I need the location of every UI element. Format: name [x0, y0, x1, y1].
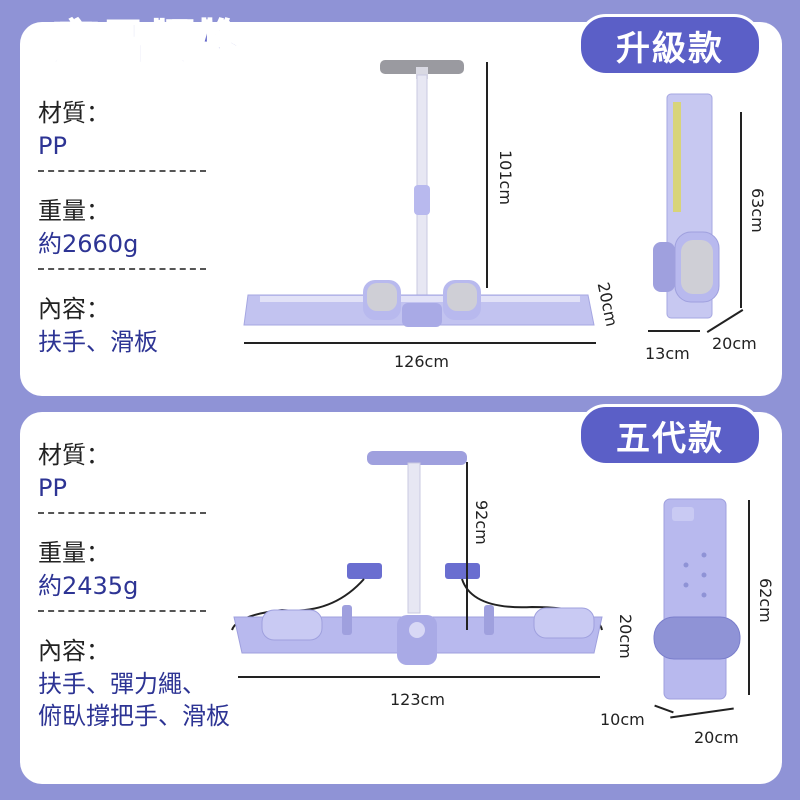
divider: [38, 268, 206, 270]
spec-weight: 重量： 約2660g: [38, 196, 208, 270]
folded-height-dimension: 63cm: [748, 188, 767, 233]
fifth-gen-folded-illustration: [653, 498, 741, 700]
spec-material: 材質： PP: [38, 98, 208, 172]
spec-label: 內容：: [38, 637, 110, 665]
spec-value: PP: [38, 132, 67, 160]
length-dimension: 126cm: [394, 352, 449, 371]
width-dimension: 20cm: [616, 614, 635, 659]
page-title: 產品規格: [51, 16, 244, 72]
spec-value: 扶手、滑板: [38, 328, 158, 356]
divider: [38, 170, 206, 172]
spec-weight: 重量： 約2435g: [38, 538, 208, 612]
fifth-gen-badge: 五代款: [578, 404, 762, 466]
spec-value: 約2435g: [38, 572, 139, 600]
dimension-line: [486, 62, 488, 288]
dimension-line: [748, 500, 750, 695]
spec-label: 重量：: [38, 539, 110, 567]
fifth-gen-panel: [20, 412, 782, 784]
spec-value: 俯臥撐把手、滑板: [38, 702, 230, 730]
spec-contents: 內容： 扶手、彈力繩、 俯臥撐把手、滑板: [38, 636, 278, 732]
dimension-line: [648, 330, 700, 332]
spec-label: 材質：: [38, 99, 110, 127]
divider: [38, 512, 206, 514]
spec-label: 內容：: [38, 295, 110, 323]
spec-value: 約2660g: [38, 230, 139, 258]
upgrade-folded-illustration: [653, 93, 720, 319]
divider: [38, 610, 206, 612]
dimension-line: [740, 112, 742, 308]
height-dimension: 101cm: [496, 150, 515, 205]
length-dimension: 123cm: [390, 690, 445, 709]
spec-material: 材質： PP: [38, 440, 208, 514]
dimension-line: [466, 462, 468, 630]
spec-value: PP: [38, 474, 67, 502]
spec-value: 扶手、彈力繩、: [38, 670, 206, 698]
spec-label: 材質：: [38, 441, 110, 469]
spec-contents: 內容： 扶手、滑板: [38, 294, 208, 358]
upgrade-model-badge: 升級款: [578, 14, 762, 76]
dimension-line: [244, 342, 596, 344]
dimension-line: [238, 676, 600, 678]
folded-width-dimension: 20cm: [694, 728, 739, 747]
spec-label: 重量：: [38, 197, 110, 225]
height-dimension: 92cm: [472, 500, 491, 545]
folded-height-dimension: 62cm: [756, 578, 775, 623]
upgrade-board-illustration: [243, 60, 595, 327]
folded-depth-dimension: 13cm: [645, 344, 690, 363]
upgrade-model-panel: [20, 22, 782, 396]
fifth-gen-board-illustration: [231, 451, 603, 665]
folded-width-dimension: 20cm: [712, 334, 757, 353]
folded-depth-dimension: 10cm: [600, 710, 645, 729]
